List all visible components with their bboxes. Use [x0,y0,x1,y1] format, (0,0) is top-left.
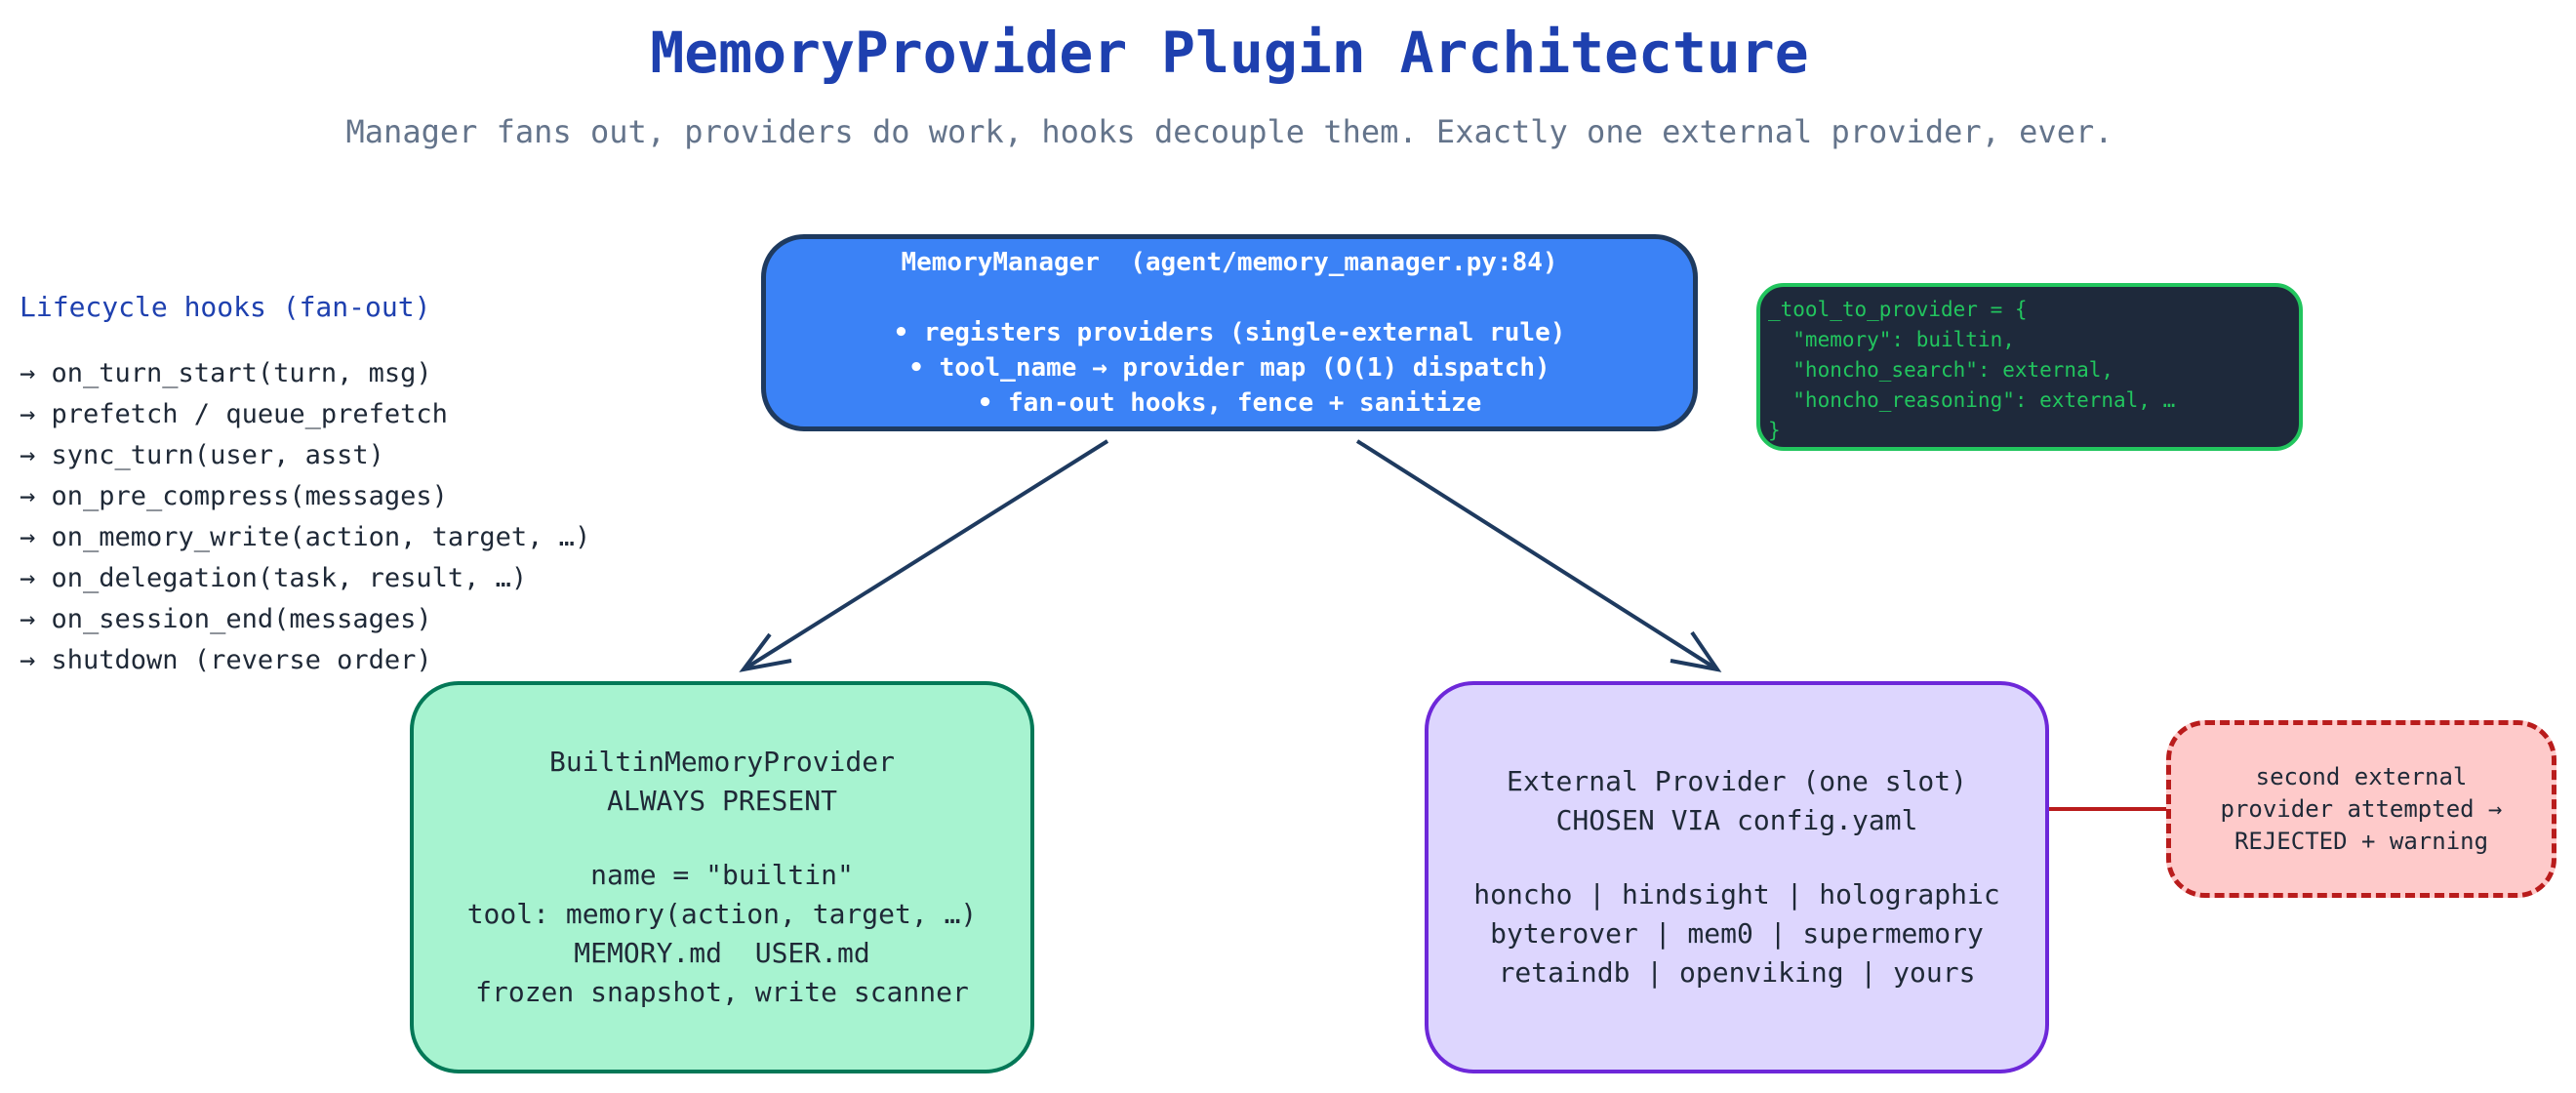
builtin-detail: frozen snapshot, write scanner [475,976,969,1008]
tool-map-code-box: _tool_to_provider = { "memory": builtin,… [1756,283,2303,451]
arrowhead-external [1670,630,1722,672]
hook-item: → on_delegation(task, result, …) [20,563,528,593]
hook-item: → sync_turn(user, asst) [20,440,384,470]
code-line: "honcho_search": external, [1768,358,2114,382]
code-line: "honcho_reasoning": external, … [1768,388,2176,412]
external-option: retaindb | openviking | yours [1498,956,1976,989]
hook-item: → prefetch / queue_prefetch [20,399,448,429]
code-line: } [1768,419,1781,442]
hooks-heading: Lifecycle hooks (fan-out) [20,291,431,323]
builtin-name: BuiltinMemoryProvider [548,746,895,778]
manager-bullet: • fan-out hooks, fence + sanitize [977,388,1482,418]
builtin-detail: MEMORY.md USER.md [574,937,870,969]
builtin-detail: tool: memory(action, target, …) [466,898,978,930]
memory-manager-box: MemoryManager (agent/memory_manager.py:8… [761,234,1698,431]
arrow-manager-to-external [1355,439,1719,671]
manager-bullet: • tool_name → provider map (O(1) dispatc… [908,353,1550,383]
hook-item: → on_turn_start(turn, msg) [20,358,432,388]
external-provider-box: External Provider (one slot) CHOSEN VIA … [1425,681,2049,1073]
hook-item: → on_session_end(messages) [20,604,432,634]
manager-bullet: • registers providers (single-external r… [893,318,1566,347]
hook-item: → on_memory_write(action, target, …) [20,522,591,552]
hook-item: → on_pre_compress(messages) [20,481,448,511]
code-line: "memory": builtin, [1768,328,2015,351]
reject-line: REJECTED + warning [2234,827,2489,855]
diagram-subtitle: Manager fans out, providers do work, hoo… [345,113,2113,150]
arrowhead-builtin [739,632,792,672]
builtin-provider-box: BuiltinMemoryProvider ALWAYS PRESENT nam… [410,681,1034,1073]
reject-line: provider attempted → [2220,794,2503,823]
hooks-list: → on_turn_start(turn, msg) → prefetch / … [20,353,590,681]
arrow-manager-to-builtin [742,439,1109,671]
reject-line: second external [2255,762,2468,790]
external-name: External Provider (one slot) [1506,765,1967,797]
hook-item: → shutdown (reverse order) [20,645,432,675]
builtin-tag: ALWAYS PRESENT [606,785,837,817]
code-line: _tool_to_provider = { [1768,298,2028,321]
manager-heading: MemoryManager (agent/memory_manager.py:8… [901,248,1558,277]
builtin-detail: name = "builtin" [590,859,854,891]
external-option: honcho | hindsight | holographic [1473,878,2000,911]
diagram-title: MemoryProvider Plugin Architecture [650,20,1809,86]
rejection-note-box: second external provider attempted → REJ… [2166,720,2556,898]
external-option: byterover | mem0 | supermemory [1490,917,1984,950]
external-tag: CHOSEN VIA config.yaml [1555,804,1918,836]
